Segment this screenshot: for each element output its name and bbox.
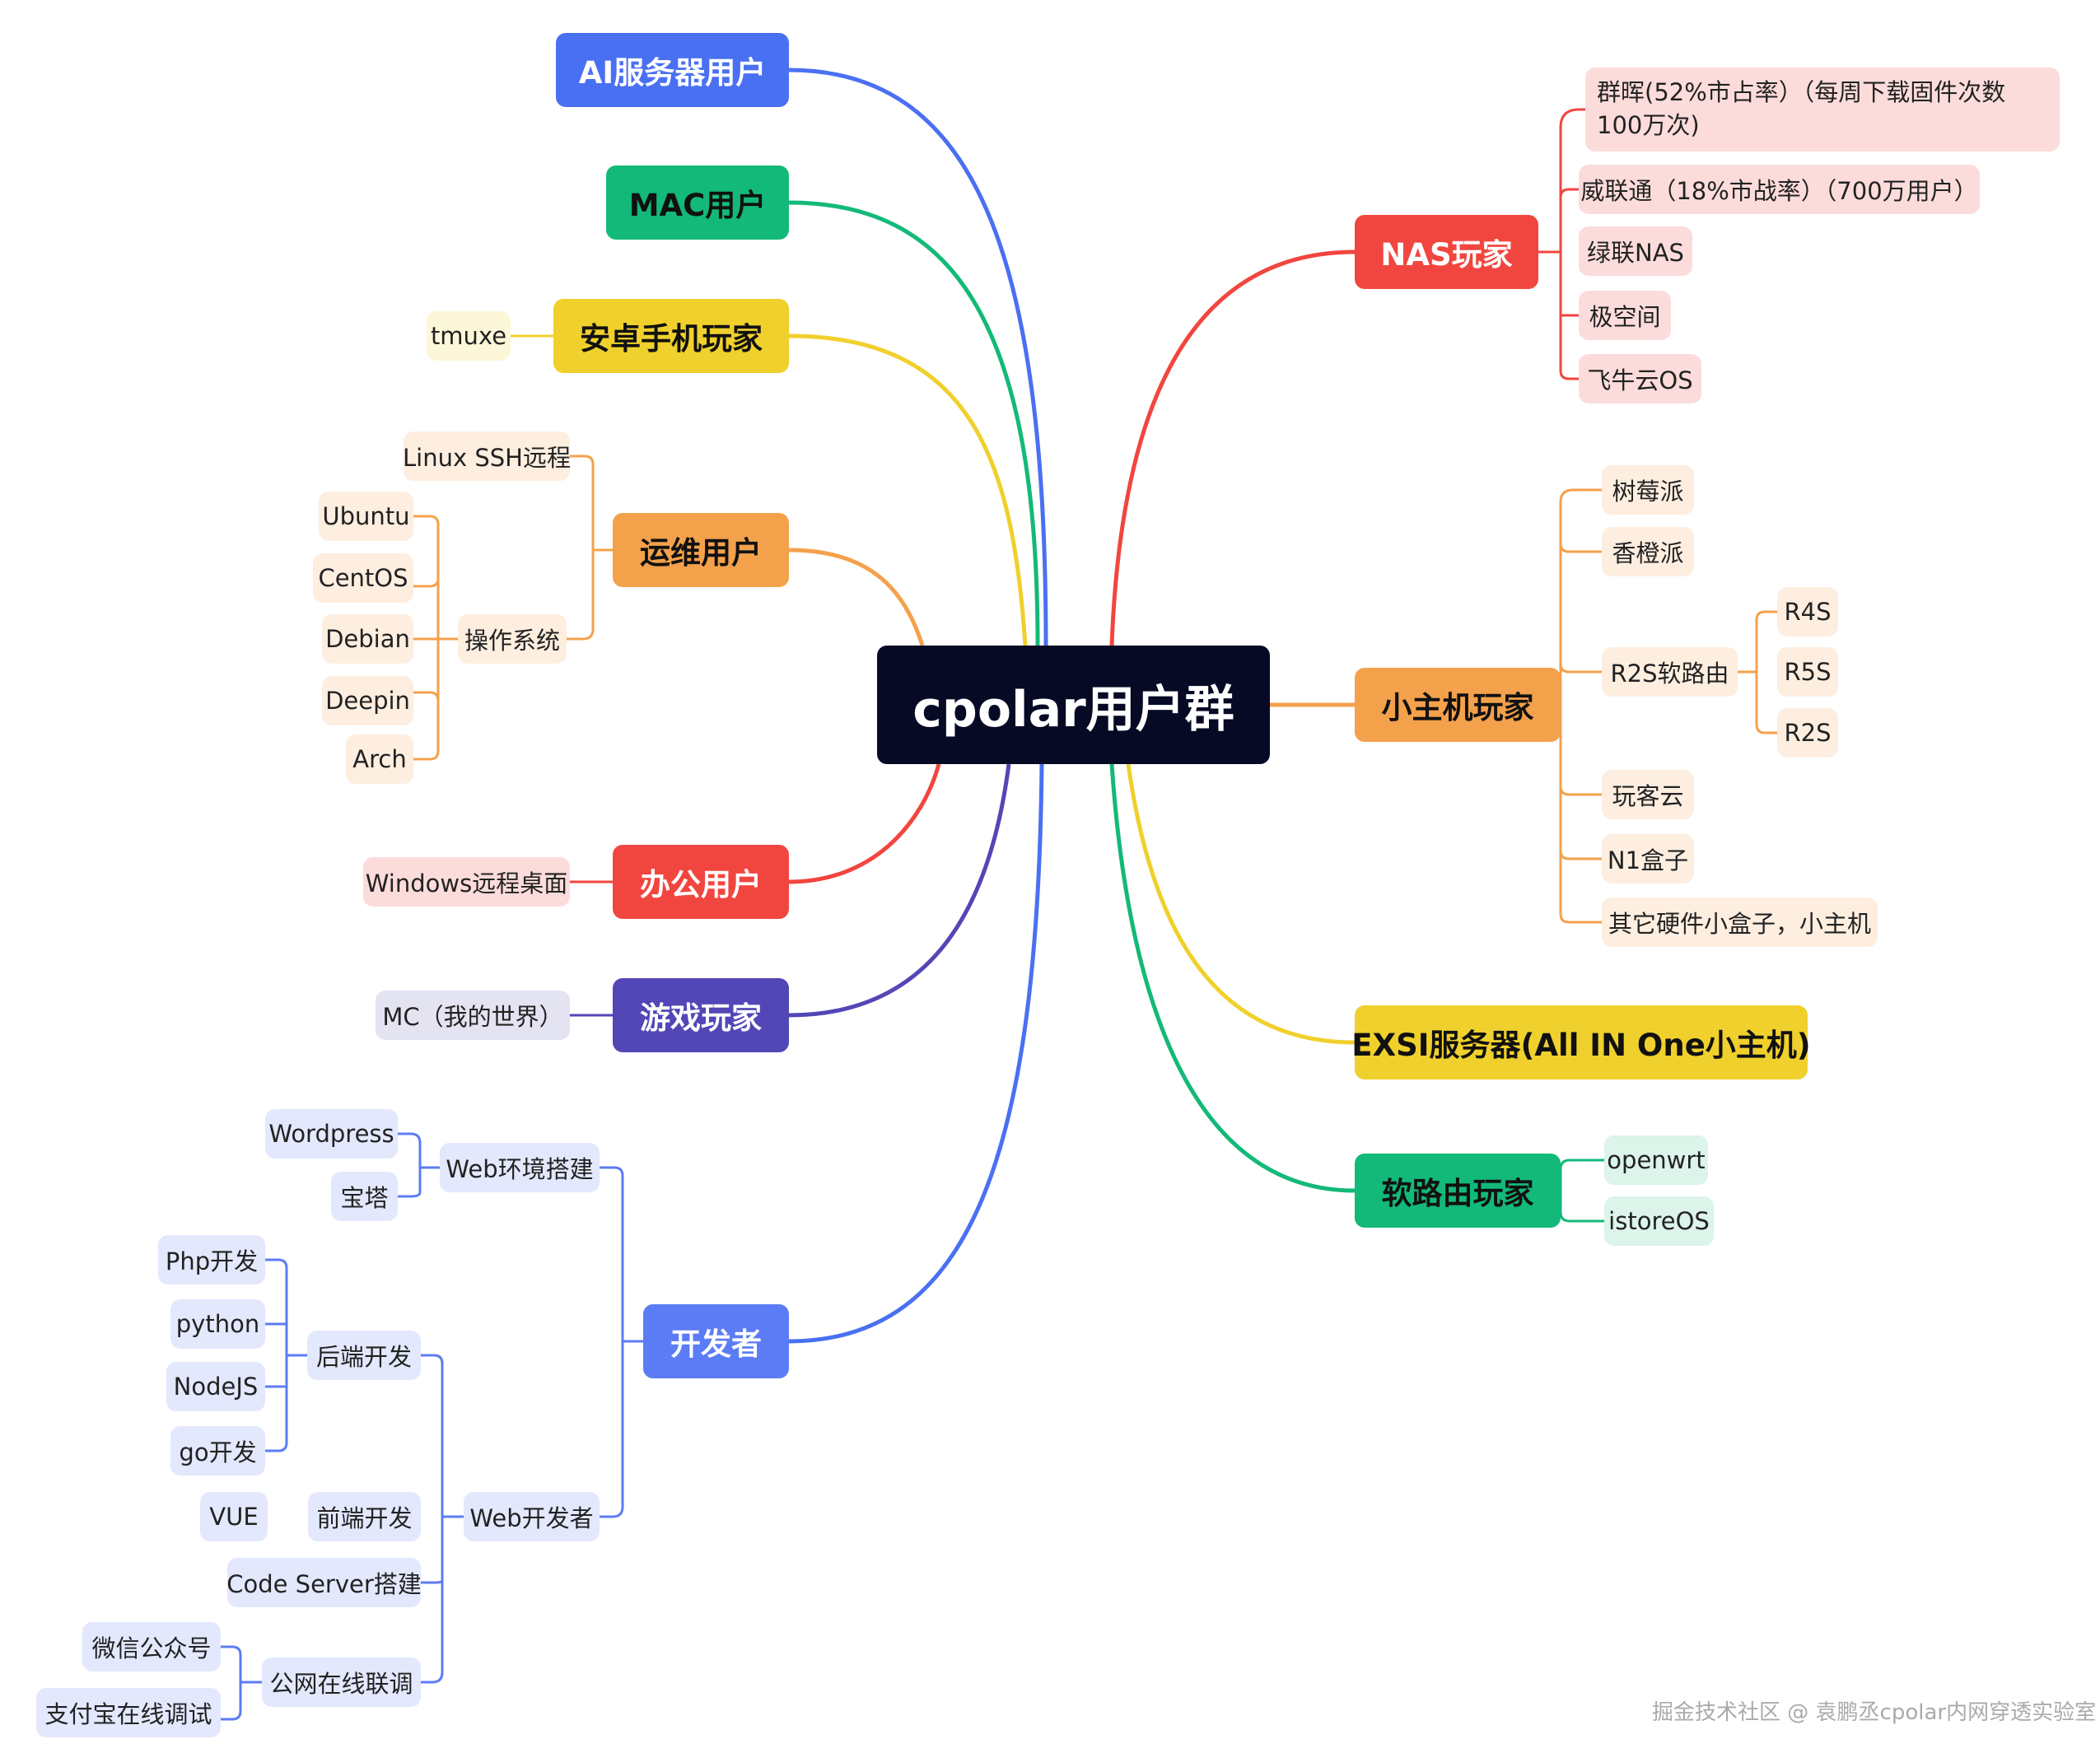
branch-ops-users[interactable]: 运维用户	[613, 513, 789, 587]
leaf-python[interactable]: python	[170, 1299, 265, 1349]
leaf-windows-remote-desktop[interactable]: Windows远程桌面	[363, 857, 570, 907]
branch-soft-router-players[interactable]: 软路由玩家	[1355, 1154, 1561, 1228]
branch-nas-players[interactable]: NAS玩家	[1355, 215, 1538, 289]
leaf-wanke-cloud[interactable]: 玩客云	[1602, 770, 1694, 819]
leaf-raspberry-pi[interactable]: 树莓派	[1602, 465, 1694, 515]
leaf-wordpress[interactable]: Wordpress	[265, 1109, 398, 1159]
branch-mini-host-players[interactable]: 小主机玩家	[1355, 668, 1561, 742]
leaf-minecraft[interactable]: MC（我的世界）	[376, 991, 570, 1040]
link-r2s-tree	[1738, 610, 1777, 734]
link-router-tree	[1559, 1159, 1604, 1223]
leaf-nodejs[interactable]: NodeJS	[166, 1362, 265, 1411]
leaf-qnap[interactable]: 威联通（18%市战率）（700万用户）	[1579, 165, 1980, 214]
link-webenv-tree	[398, 1132, 440, 1198]
node-web-developers[interactable]: Web开发者	[464, 1492, 600, 1541]
node-online-debug[interactable]: 公网在线联调	[262, 1657, 421, 1707]
leaf-other-hardware[interactable]: 其它硬件小盒子，小主机	[1602, 897, 1878, 947]
link-online-tree	[221, 1645, 262, 1721]
link-mini-tree	[1559, 488, 1602, 924]
link-root-ops	[788, 548, 925, 646]
leaf-debian[interactable]: Debian	[322, 614, 413, 664]
leaf-ugreen-nas[interactable]: 绿联NAS	[1579, 226, 1692, 276]
link-nas-tree	[1538, 108, 1585, 380]
leaf-arch[interactable]: Arch	[346, 734, 413, 784]
link-root-android	[788, 333, 1028, 646]
link-root-router	[1109, 763, 1356, 1193]
link-os-tree	[413, 515, 458, 761]
leaf-centos[interactable]: CentOS	[313, 553, 413, 603]
branch-game-players[interactable]: 游戏玩家	[613, 978, 789, 1052]
leaf-tmuxe[interactable]: tmuxe	[427, 311, 511, 361]
leaf-linux-ssh[interactable]: Linux SSH远程	[403, 431, 571, 481]
footer-watermark: 掘金技术社区 @ 袁鹏丞cpolar内网穿透实验室	[1652, 1700, 2097, 1725]
node-operating-systems[interactable]: 操作系统	[458, 614, 567, 664]
link-dev-tree	[600, 1166, 643, 1518]
leaf-r4s[interactable]: R4S	[1777, 587, 1838, 636]
branch-ai-users[interactable]: AI服务器用户	[556, 33, 789, 107]
leaf-go[interactable]: go开发	[170, 1426, 265, 1476]
branch-developers[interactable]: 开发者	[643, 1304, 789, 1378]
branch-mac-users[interactable]: MAC用户	[606, 166, 789, 240]
link-ops-tree	[567, 455, 613, 641]
leaf-vue[interactable]: VUE	[200, 1492, 268, 1541]
leaf-ubuntu[interactable]: Ubuntu	[319, 492, 413, 541]
leaf-deepin[interactable]: Deepin	[322, 676, 413, 725]
link-root-mac	[788, 200, 1040, 646]
leaf-istoreos[interactable]: istoreOS	[1604, 1196, 1714, 1246]
leaf-r2s[interactable]: R2S	[1777, 708, 1838, 758]
branch-exsi-server[interactable]: EXSI服务器(All IN One小主机)	[1351, 1005, 1811, 1079]
node-r2s-router[interactable]: R2S软路由	[1602, 647, 1738, 697]
leaf-alipay-debug[interactable]: 支付宝在线调试	[36, 1688, 221, 1737]
leaf-wechat[interactable]: 微信公众号	[82, 1622, 221, 1671]
link-backend-tree	[265, 1258, 307, 1452]
link-root-nas	[1109, 249, 1356, 646]
leaf-code-server[interactable]: Code Server搭建	[226, 1558, 422, 1607]
node-web-env-setup[interactable]: Web环境搭建	[440, 1143, 600, 1192]
leaf-synology[interactable]: 群晖(52%市占率）（每周下载固件次数100万次)	[1585, 68, 2060, 152]
leaf-php[interactable]: Php开发	[158, 1235, 265, 1284]
leaf-openwrt[interactable]: openwrt	[1604, 1135, 1708, 1185]
leaf-n1-box[interactable]: N1盒子	[1602, 834, 1694, 883]
branch-office-users[interactable]: 办公用户	[613, 845, 789, 919]
link-root-game	[788, 763, 1011, 1018]
link-webdev-tree	[421, 1354, 464, 1684]
root-node[interactable]: cpolar用户群	[877, 646, 1270, 764]
leaf-zspace[interactable]: 极空间	[1579, 291, 1671, 340]
link-root-exsi	[1126, 763, 1356, 1045]
leaf-baota[interactable]: 宝塔	[331, 1172, 398, 1221]
branch-android-players[interactable]: 安卓手机玩家	[553, 299, 789, 373]
leaf-orange-pi[interactable]: 香橙派	[1602, 527, 1694, 576]
node-frontend-dev[interactable]: 前端开发	[308, 1492, 421, 1541]
leaf-r5s[interactable]: R5S	[1777, 647, 1838, 697]
node-backend-dev[interactable]: 后端开发	[307, 1331, 421, 1380]
link-root-ai	[788, 68, 1048, 646]
link-root-office	[788, 763, 941, 884]
link-root-dev	[788, 763, 1044, 1344]
leaf-fnos[interactable]: 飞牛云OS	[1579, 354, 1701, 403]
